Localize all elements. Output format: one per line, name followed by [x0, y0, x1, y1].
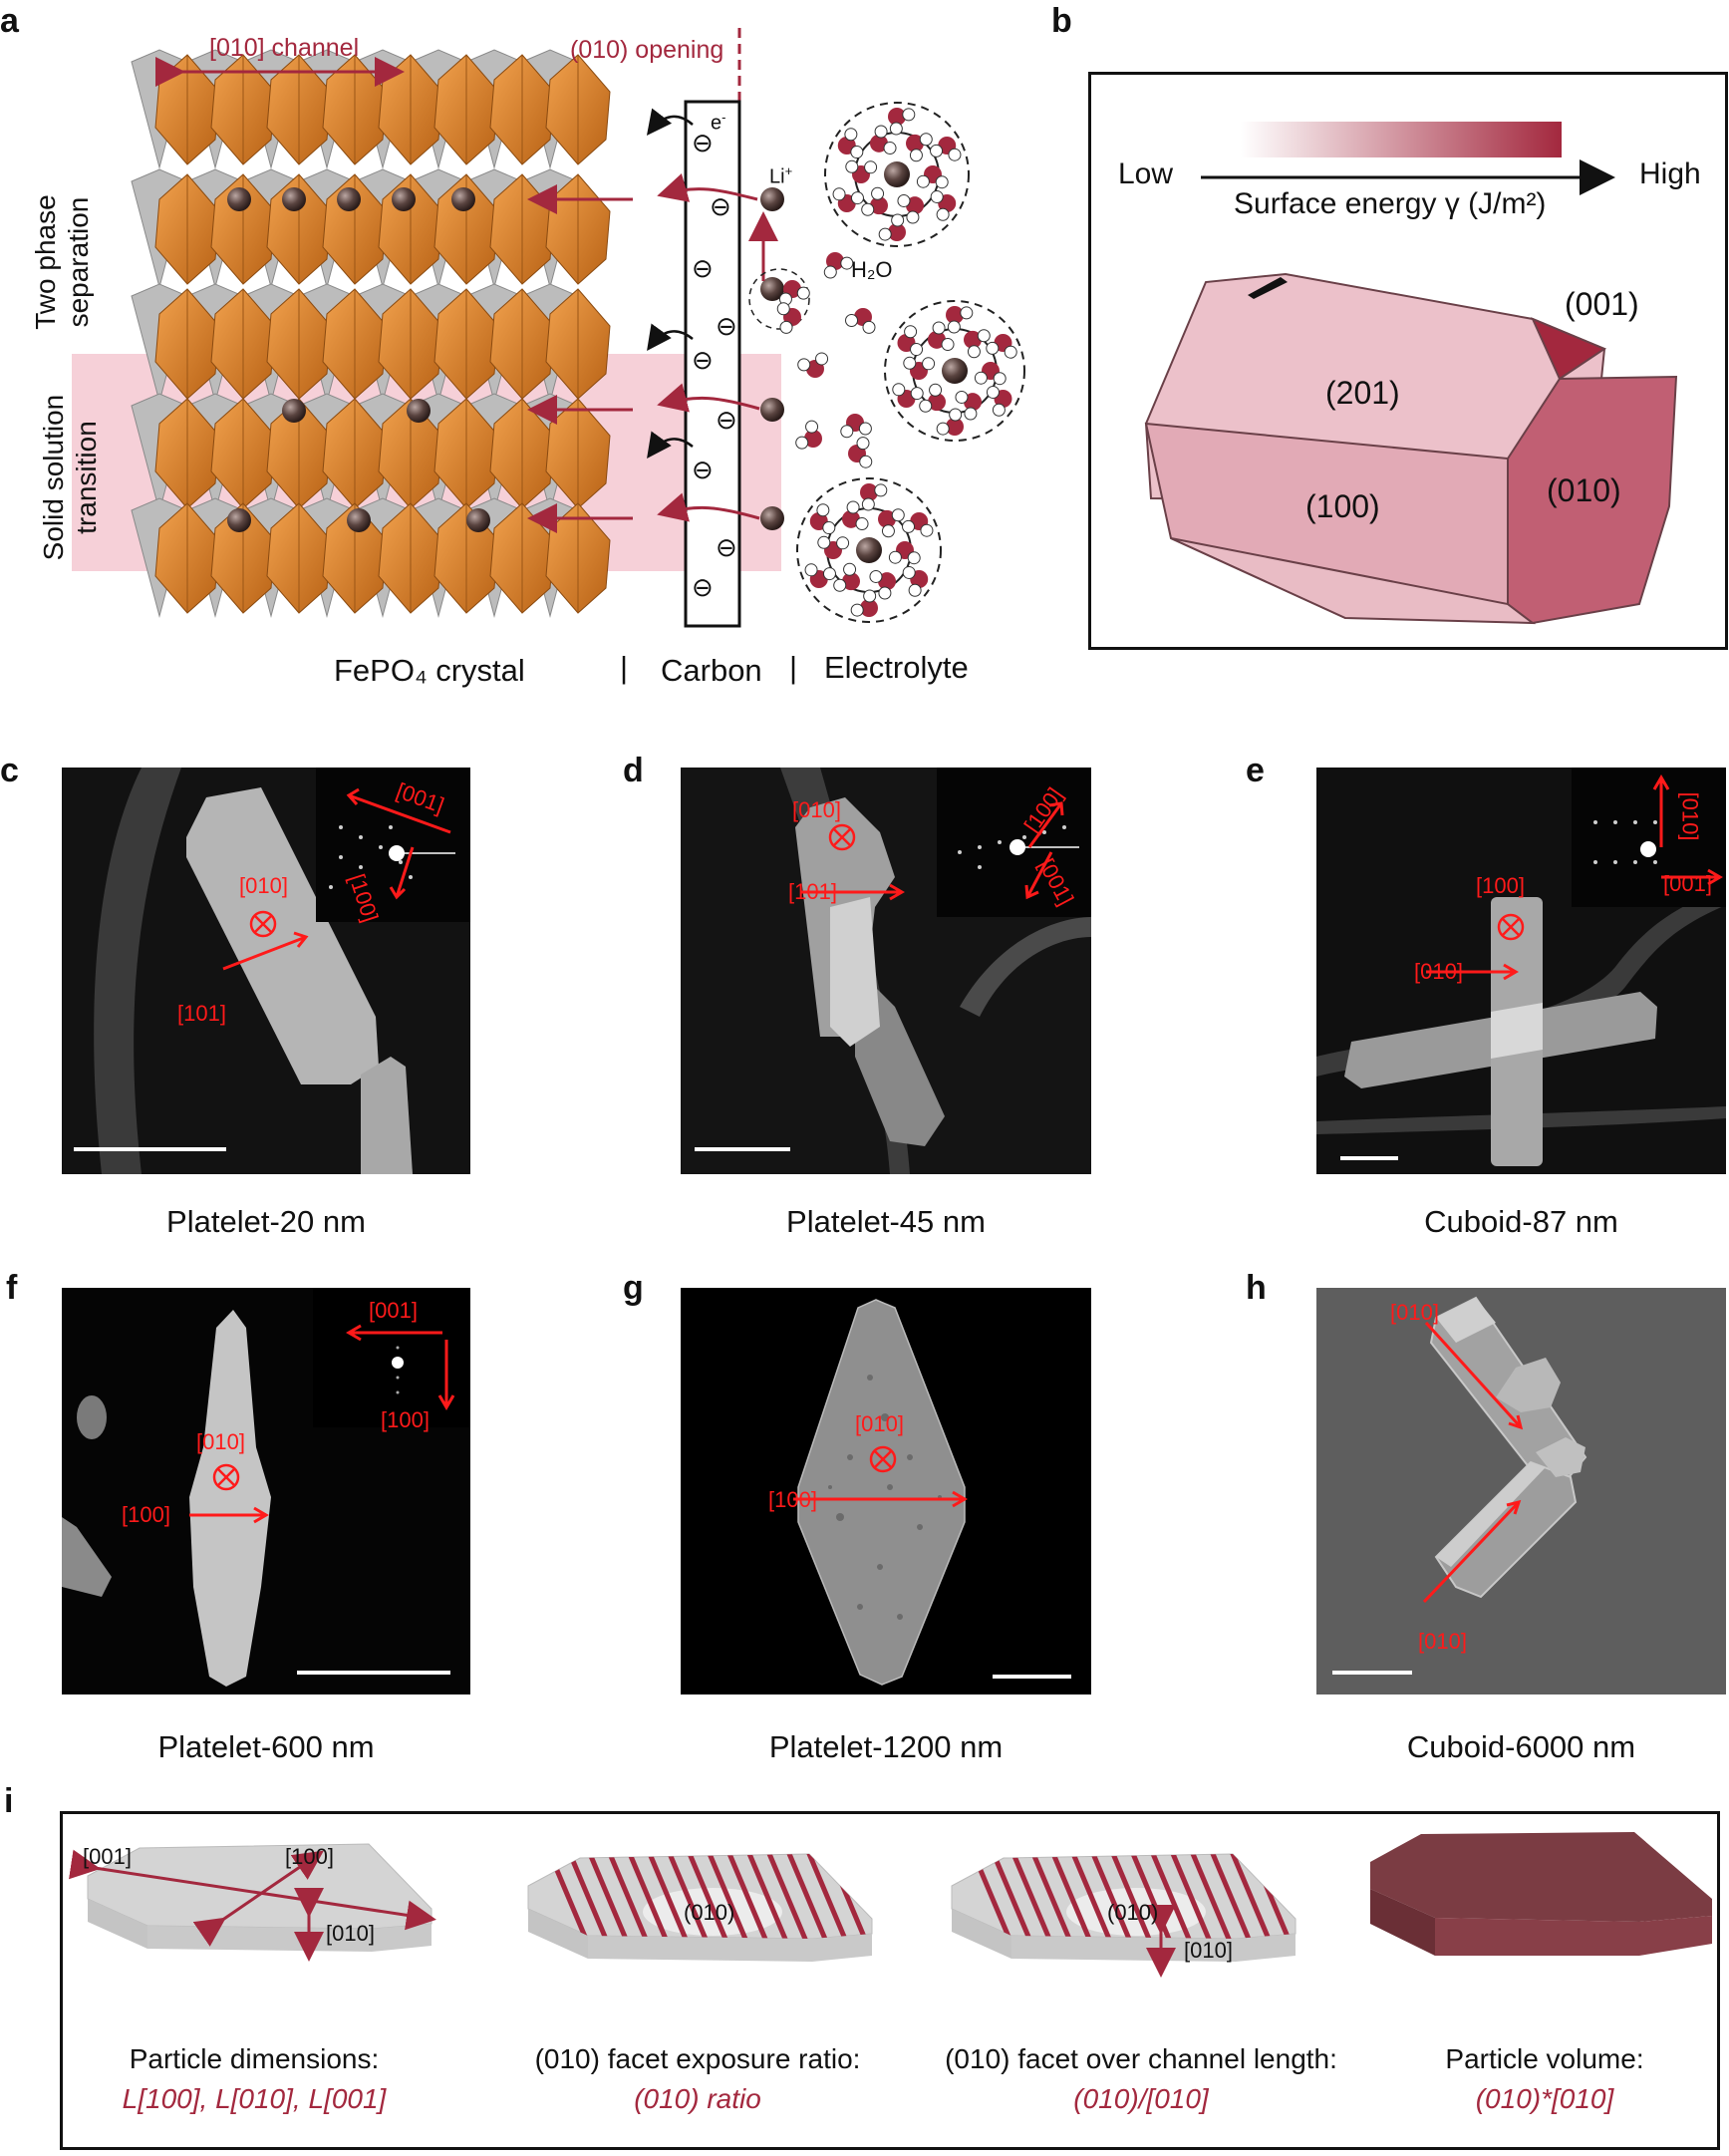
panel-b-frame: [1088, 72, 1728, 650]
electron-charge-6: ⊖: [716, 405, 737, 435]
facet-top-edge: [1248, 277, 1288, 299]
facet-100-label: (100): [1305, 488, 1380, 524]
metric-volume-title: Particle volume:: [1445, 2043, 1644, 2074]
water-label: H₂O: [851, 257, 893, 282]
particle-volume-slab: [1370, 1832, 1712, 1956]
panel-label-e: e: [1246, 752, 1265, 789]
micrograph-c: [010] [101] [001] [100]: [62, 768, 470, 1174]
panel-label-c: c: [0, 752, 19, 789]
panel-label-i: i: [4, 1782, 14, 1820]
facet-001-label: (001): [1565, 286, 1639, 322]
facet-010-label-2: (010): [1107, 1900, 1159, 1925]
dir-001-label: [001]: [83, 1844, 132, 1869]
micrograph-f-image: [62, 1288, 470, 1687]
micrograph-e-caption: Cuboid-87 nm: [1424, 1204, 1618, 1239]
micrograph-e: [100] [010] [010] [001]: [1316, 768, 1726, 1174]
metric-dimensions-title: Particle dimensions:: [129, 2043, 380, 2074]
micrograph-h-label-1: [010]: [1390, 1300, 1439, 1325]
metric-exposure-title: (010) facet exposure ratio:: [534, 2043, 861, 2074]
micrograph-e-label-1: [100]: [1476, 873, 1525, 898]
electron-charge-5: ⊖: [692, 345, 714, 375]
dir-010-label-1: [010]: [326, 1921, 375, 1946]
panel-label-b: b: [1051, 2, 1072, 40]
micrograph-e-label-2: [010]: [1414, 959, 1463, 984]
micrograph-h-label-2: [010]: [1418, 1629, 1467, 1654]
micrograph-g-caption: Platelet-1200 nm: [768, 1729, 1004, 1764]
micrograph-g-label-2: [100]: [768, 1487, 817, 1512]
micrograph-e-label-4: [001]: [1663, 871, 1712, 896]
metric-channel-title: (010) facet over channel length:: [945, 2043, 1337, 2074]
particle-dimensions-slab: [69, 1843, 436, 1962]
micrograph-c-image: [74, 768, 470, 1174]
electron-charge-4: ⊖: [716, 311, 737, 341]
panel-i-frame: [60, 1811, 1720, 2150]
metric-volume-formula: (010)*[010]: [1475, 2083, 1614, 2114]
facet-010-face: [1507, 375, 1678, 625]
panel-label-h: h: [1246, 1269, 1267, 1307]
crystal-structure-diagram: [72, 28, 1025, 628]
metric-exposure-formula: (010) ratio: [634, 2083, 761, 2114]
panel-label-a: a: [0, 2, 19, 40]
energy-low-label: Low: [1118, 157, 1174, 190]
micrograph-e-image: [1316, 768, 1726, 1166]
micrograph-g-image: [793, 1299, 1071, 1686]
metric-channel-formula: (010)/[010]: [1073, 2083, 1209, 2114]
micrograph-c-label-2: [101]: [177, 1001, 226, 1026]
metric-dimensions-formula: L[100], L[010], L[001]: [122, 2083, 387, 2114]
energy-high-label: High: [1639, 157, 1701, 190]
carbon-label: Carbon: [661, 653, 762, 688]
micrograph-f: [010] [100] [001] [100]: [62, 1288, 470, 1694]
facet-010-label: (010): [1547, 472, 1621, 508]
micrograph-f-caption: Platelet-600 nm: [157, 1729, 375, 1764]
electron-charge-3: ⊖: [692, 253, 714, 283]
electron-charge-9: ⊖: [692, 572, 714, 602]
dir-010-label-2: [010]: [1184, 1938, 1233, 1963]
micrograph-h-image: [1332, 1296, 1587, 1675]
facet-channel-slab: [951, 1853, 1297, 1978]
micrograph-h: [010] [010]: [1316, 1288, 1726, 1694]
panel-label-g: g: [623, 1269, 644, 1307]
micrograph-h-caption: Cuboid-6000 nm: [1406, 1729, 1636, 1764]
micrograph-f-label-3: [001]: [369, 1298, 418, 1323]
facet-001-face: [1531, 317, 1607, 381]
opening-label: (010) opening: [570, 36, 724, 64]
facet-exposure-slab: [527, 1853, 873, 1962]
electron-charge-7: ⊖: [692, 455, 714, 484]
electron-charge-2: ⊖: [710, 191, 731, 221]
micrograph-d: [010] [101] [100] [001]: [681, 768, 1091, 1174]
facet-201-label: (201): [1325, 375, 1400, 411]
energy-axis-label: Surface energy γ (J/m²): [1234, 187, 1547, 220]
electron-charge-8: ⊖: [716, 532, 737, 562]
micrograph-g-label-1: [010]: [855, 1411, 904, 1436]
micrograph-f-label-2: [100]: [122, 1502, 170, 1527]
channel-label: [010] channel: [209, 34, 360, 62]
dir-100-label: [100]: [285, 1844, 334, 1869]
micrograph-d-label-2: [101]: [788, 879, 837, 904]
panel-label-f: f: [6, 1269, 18, 1307]
energy-gradient-bar: [1241, 122, 1562, 157]
micrograph-f-label-4: [100]: [381, 1407, 430, 1432]
electrolyte-label: Electrolyte: [824, 650, 969, 685]
micrograph-d-label-1: [010]: [792, 797, 841, 822]
micrograph-g: [010] [100]: [681, 1288, 1091, 1694]
micrograph-d-image: [695, 768, 1091, 1174]
micrograph-f-label-1: [010]: [196, 1429, 245, 1454]
micrograph-c-label-1: [010]: [239, 873, 288, 898]
crystal-label: FePO₄ crystal: [334, 653, 525, 688]
panel-label-d: d: [623, 752, 644, 789]
micrograph-d-caption: Platelet-45 nm: [786, 1204, 986, 1239]
surface-energy-diagram: [1144, 122, 1678, 625]
electron-charge-1: ⊖: [692, 128, 714, 157]
facet-010-label-1: (010): [684, 1900, 735, 1925]
electron-label: e-: [711, 110, 726, 135]
micrograph-c-caption: Platelet-20 nm: [166, 1204, 366, 1239]
separator-1: |: [620, 650, 629, 685]
lithium-label: Li+: [769, 163, 793, 188]
separator-2: |: [789, 650, 798, 685]
